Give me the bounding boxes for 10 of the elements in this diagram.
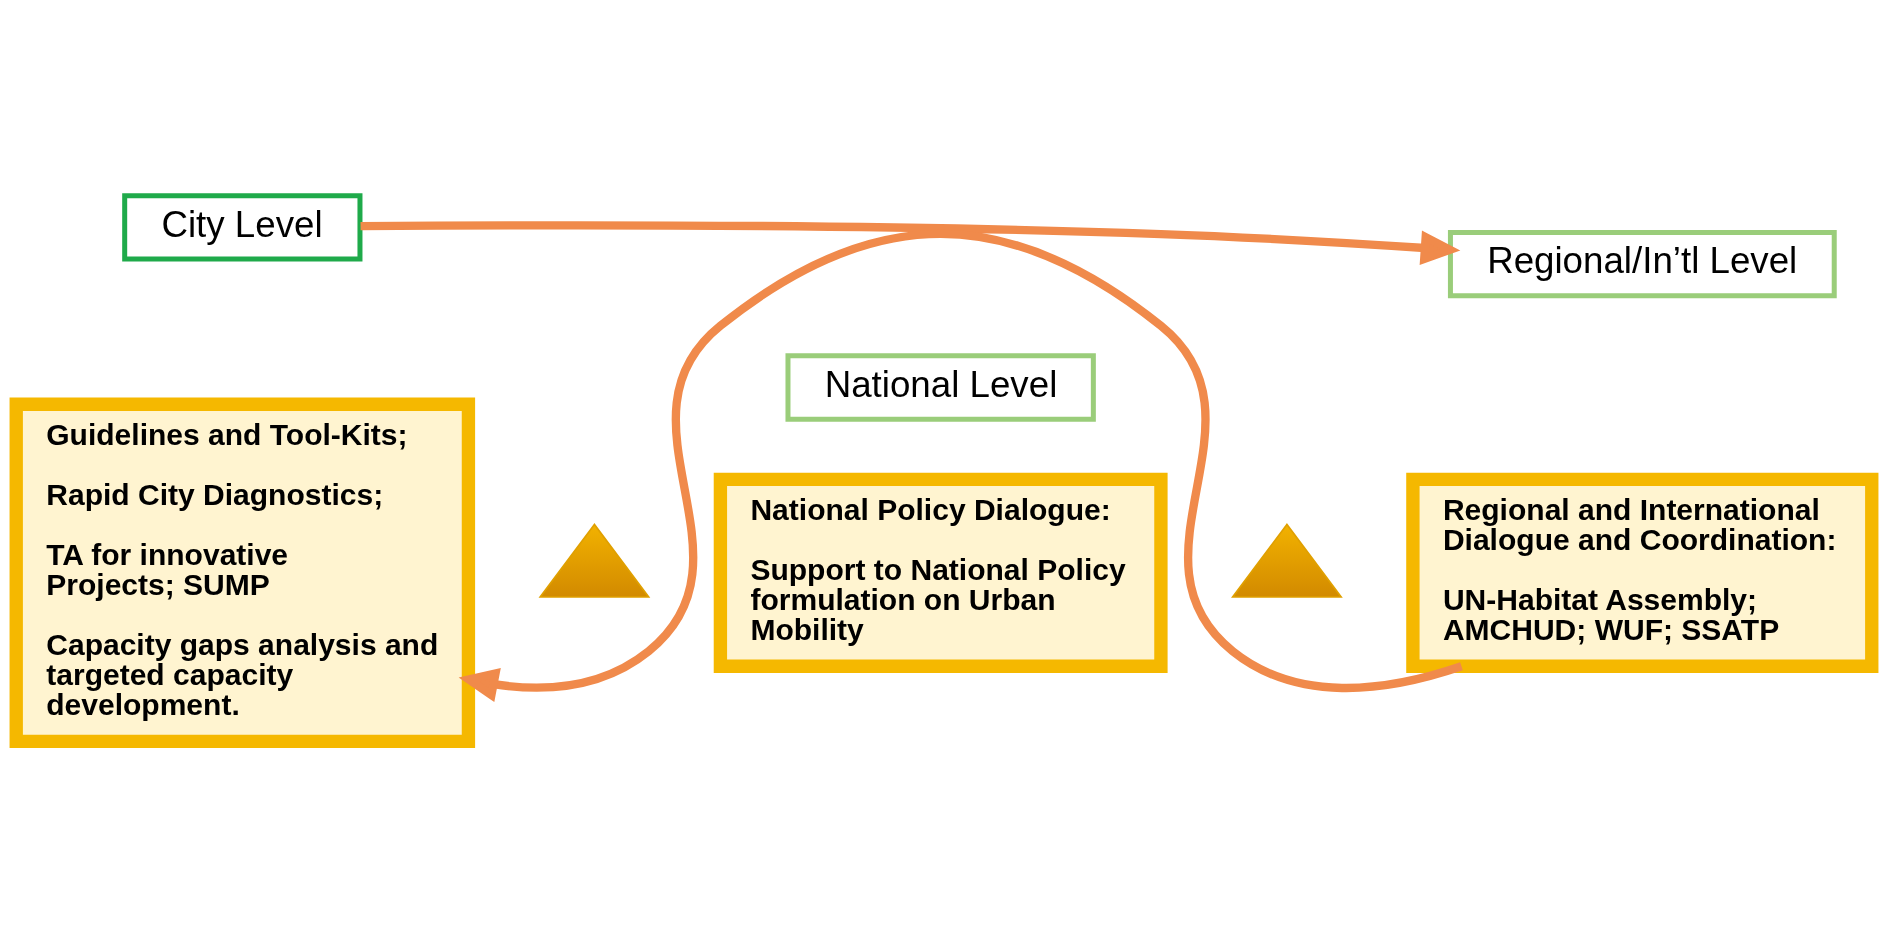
arrow <box>458 229 1463 702</box>
node-box: Guidelines and Tool-Kits; Rapid City Diagnostics; TA for innovative Projects; SUMP Capacity gaps analysis and targeted capacity development. <box>9 397 476 748</box>
arrow <box>360 220 1461 265</box>
node-triangle <box>538 522 651 598</box>
node-box: Regional/In’tl Level <box>1447 229 1837 298</box>
node-triangle <box>1231 522 1343 598</box>
node-box: Regional and International Dialogue and Coordination: UN-Habitat Assembly; AMCHUD; WUF; SSATP <box>1406 472 1879 673</box>
node-box: National Level <box>785 352 1096 422</box>
node-box: City Level <box>122 192 363 262</box>
node-box: National Policy Dialogue: Support to National Policy formulation on Urban Mobility <box>713 472 1168 673</box>
